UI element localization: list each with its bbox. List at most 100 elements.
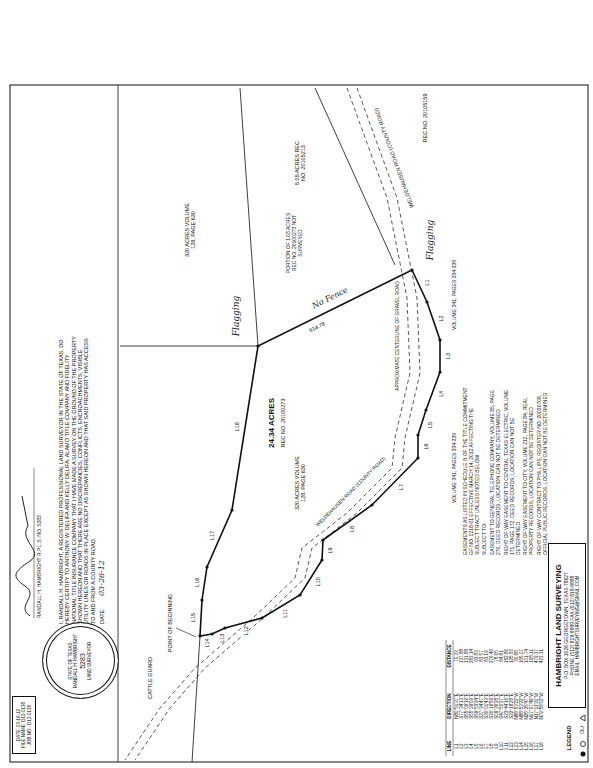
map-label: POINT OF BEGINNING: [167, 594, 173, 652]
road-name: WELDEHAUSEN ROAD (COUNTY ROAD): [373, 107, 415, 208]
map-label: VOLUME 341, PAGES 334-339: [452, 433, 458, 503]
iron-rod: [200, 598, 203, 601]
iron-rod: [370, 503, 373, 506]
road-name: WELDEHAUSEN ROAD (COUNTY ROAD): [315, 456, 387, 528]
node-text: HAMBRIGHT LAND SURVEYING: [554, 548, 564, 703]
table-header: DIRECTION: [447, 693, 452, 718]
map-label: APPROXIMATE CENTERLINE OF GRAVEL ROAD: [395, 281, 401, 390]
iron-rod: [410, 268, 413, 271]
legend-symbol: [580, 715, 585, 721]
iron-rod: [438, 370, 441, 373]
iron-rod: [223, 626, 226, 629]
surveyor-seal: STATE OF TEXASRANDALL H. HAMBRIGHT5283LA…: [42, 623, 119, 700]
legend-text: OU: [580, 726, 586, 734]
signature-line: [34, 468, 35, 618]
easement-note: RIGHT OF WAY EASEMENT TO CENTRAL TEXAS E…: [504, 385, 521, 555]
surveyor-name: RANDALL H. HAMBRIGHT R.P.L.S. NO. 5283: [37, 515, 43, 618]
map-label: 5.05 ACRES REC NO. 20105213: [294, 136, 307, 191]
line-callout: L11: [282, 609, 288, 618]
node-text: PHONE (512) 819-9999 FAX (512) 819-9998: [569, 548, 575, 703]
legend-title: LEGEND: [566, 725, 573, 750]
date-label: DATE:: [99, 608, 105, 624]
line-callout: L7: [398, 484, 404, 490]
line-callout: L13: [219, 634, 225, 643]
handwritten-date: 03-26-12: [97, 560, 106, 596]
line-callout: L3: [445, 353, 451, 359]
date-block: DATE: 03-16-12FILE NAME: D12-0138JOB NO.…: [12, 696, 36, 754]
table-cell: L18: [539, 742, 544, 750]
easement-note: RIGHT OF WAY CONTRACT TO PHILLIPS, REGIS…: [537, 385, 549, 555]
iron-rod: [260, 616, 263, 619]
signature: [16, 496, 35, 616]
line-distance: 914.78: [308, 320, 326, 333]
node-text: LAND SURVEYOR: [87, 642, 92, 680]
map-label: PORTION OF 1.03 ACRES REC NO. 20100273 N…: [286, 211, 303, 275]
iron-rod: [205, 565, 208, 568]
iron-rod: [438, 338, 441, 341]
line-callout: L2: [438, 315, 444, 321]
iron-rod: [298, 593, 301, 596]
iron-rod: [210, 632, 213, 635]
iron-rod: [198, 634, 201, 637]
tract-boundary: [200, 270, 440, 636]
legend-symbol: [581, 742, 586, 747]
line-callout: L5: [426, 422, 432, 428]
node-text: EMAIL: HAMBRIGHTSURVEYING@GMAIL.COM: [575, 548, 580, 703]
road-edge: [125, 88, 410, 760]
iron-rod: [321, 538, 324, 541]
node-text: STATE OF TEXAS: [68, 642, 73, 679]
node-text: P.O. BOX 1026 GEORGETOWN, TEXAS 78627: [563, 548, 569, 703]
line-callout: L12: [242, 626, 248, 635]
iron-rod: [230, 508, 233, 511]
iron-rod: [416, 433, 419, 436]
iron-rod: [320, 558, 323, 561]
iron-rod: [424, 408, 427, 411]
easement-note: SUBJECT TO:: [482, 385, 488, 555]
sheet-frame: [10, 85, 588, 762]
title-block: HAMBRIGHT LAND SURVEYINGP.O. BOX 1026 GE…: [548, 543, 586, 708]
line-callout: L9: [327, 547, 333, 553]
handwritten-note: Flagging: [425, 220, 435, 260]
node-text: RANDALL H. HAMBRIGHT: [73, 634, 78, 689]
map-label: 320 ACRES VOLUME 128, PAGE 630: [294, 452, 307, 514]
parcel-line: [315, 88, 395, 265]
table-header: DISTANCE: [447, 644, 452, 667]
iron-rod: [416, 456, 419, 459]
parcel-line: [192, 636, 200, 762]
node-text: DATE: 03-16-12: [16, 701, 21, 749]
line-callout: L1: [424, 280, 430, 286]
map-label: CATTLE GUARD: [147, 657, 153, 699]
easement-note: EASEMENTS AS LISTED IN SCHEDULE B OF THE…: [463, 385, 480, 555]
map-label: REC NO. 20105159: [422, 94, 428, 143]
road-edge: [135, 88, 420, 760]
legend-symbol: [581, 752, 586, 757]
line-callout: L15: [190, 613, 196, 622]
leader-line: [176, 628, 196, 637]
table-cell: N79°58'02"W: [539, 693, 544, 720]
map-label: 320 ACRES VOLUME 128, PAGE 630: [184, 199, 197, 261]
line-callout: L8: [349, 526, 355, 532]
parcel-line: [240, 88, 258, 346]
line-callout: L17: [209, 531, 215, 540]
map-label: VOLUME 341, PAGES 334-339: [452, 260, 458, 330]
certification: I, RANDALL H. HAMBRIGHT, A REGISTERED PR…: [58, 332, 96, 624]
node-text: 5283: [79, 653, 87, 669]
node-text: FILE NAME: D12-0138: [21, 701, 26, 749]
map-label: REC NO. 20100273: [280, 399, 286, 448]
line-callout: L4: [437, 391, 443, 397]
parcel-line: [120, 346, 258, 347]
acreage: 24.34 ACRES: [267, 398, 276, 448]
easement-note: RIGHT OF WAY EASEMENT TO CITY, VOLUME 21…: [523, 385, 535, 555]
table-cell: 423.31: [539, 649, 544, 663]
handwritten-note: No Fence: [311, 285, 350, 310]
line-callout: L16: [193, 578, 199, 587]
table-header: LINE: [447, 741, 452, 751]
line-callout: L14: [204, 638, 210, 647]
node-text: JOB NO.: D12-0138: [27, 701, 32, 749]
easement-note: EASEMENT TO GENERAL TELEPHONE COMPANY, V…: [490, 385, 502, 555]
line-callout: L18: [234, 422, 240, 431]
line-callout: L10: [315, 577, 321, 586]
handwritten-note: Flagging: [231, 296, 241, 336]
iron-rod: [425, 300, 428, 303]
line-callout: L6: [423, 443, 429, 449]
